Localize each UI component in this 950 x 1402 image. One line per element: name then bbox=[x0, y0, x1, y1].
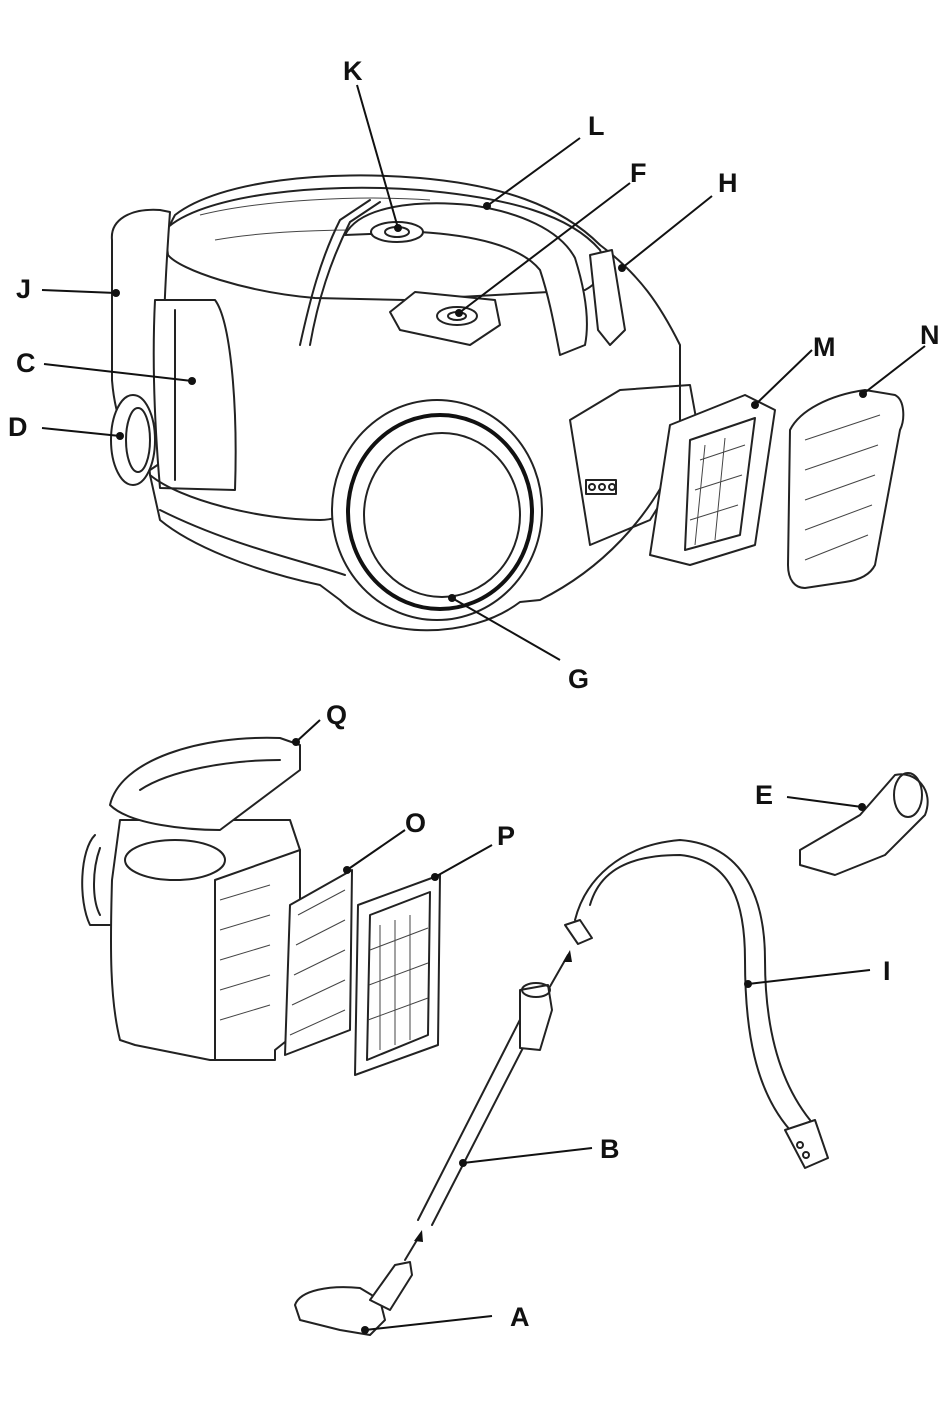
leader-j bbox=[42, 290, 116, 293]
leader-n bbox=[863, 346, 925, 394]
label-d: D bbox=[8, 412, 28, 442]
label-c: C bbox=[16, 348, 36, 378]
label-o: O bbox=[405, 808, 426, 838]
label-g: G bbox=[568, 664, 589, 694]
label-p: P bbox=[497, 821, 515, 851]
leader-d bbox=[42, 428, 120, 436]
leader-o bbox=[347, 830, 405, 870]
label-h: H bbox=[718, 168, 738, 198]
leader-q bbox=[296, 720, 320, 742]
label-q: Q bbox=[326, 700, 347, 730]
dust-container-illustration bbox=[82, 738, 440, 1075]
leader-b bbox=[463, 1148, 592, 1163]
leader-l bbox=[487, 138, 580, 206]
leader-m bbox=[755, 350, 812, 405]
label-b: B bbox=[600, 1134, 620, 1164]
vacuum-body-illustration bbox=[111, 175, 903, 630]
leader-e bbox=[787, 797, 862, 807]
label-a: A bbox=[510, 1302, 530, 1332]
label-k: K bbox=[343, 56, 363, 86]
label-m: M bbox=[813, 332, 836, 362]
leader-p bbox=[435, 845, 492, 877]
label-e: E bbox=[755, 780, 773, 810]
label-n: N bbox=[920, 320, 940, 350]
label-j: J bbox=[16, 274, 31, 304]
label-i: I bbox=[883, 956, 891, 986]
label-f: F bbox=[630, 158, 647, 188]
label-l: L bbox=[588, 111, 605, 141]
leader-h bbox=[622, 196, 712, 268]
